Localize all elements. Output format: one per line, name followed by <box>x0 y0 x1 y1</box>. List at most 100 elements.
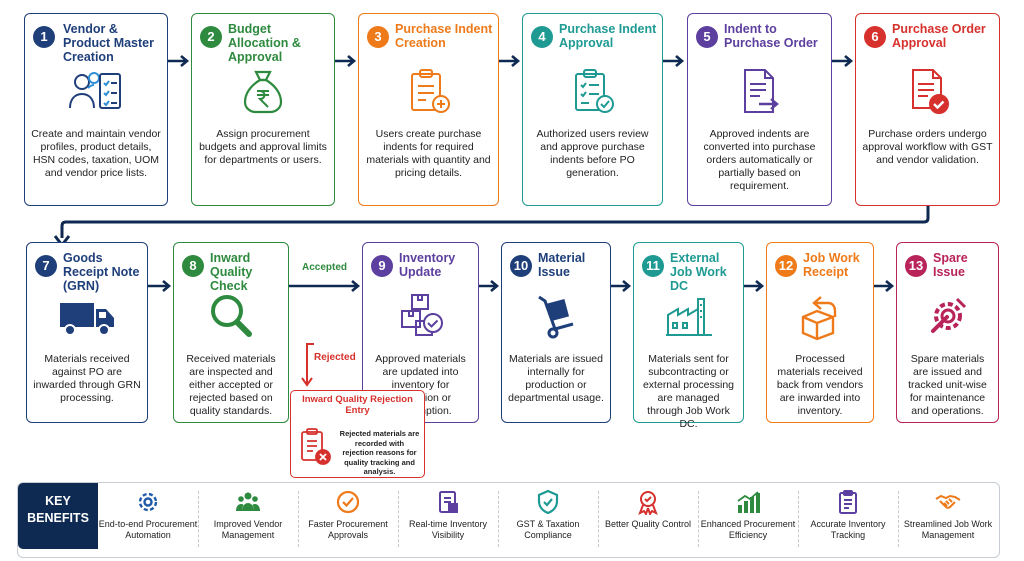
arrow-icon <box>611 280 632 292</box>
step-6-card: 6 Purchase Order Approval Purchase order… <box>855 13 1000 206</box>
benefit-text: End-to-end Procurement Automation <box>98 519 198 540</box>
divider <box>898 491 899 547</box>
hand-trolley-icon <box>502 291 610 341</box>
benefit-item: Improved Vendor Management <box>198 487 298 557</box>
magnifier-icon <box>174 291 288 341</box>
boxes-check-icon <box>363 291 478 341</box>
divider <box>598 491 599 547</box>
key-benefits-bar: KEY BENEFITS End-to-end Procurement Auto… <box>17 482 1000 558</box>
step-title: Vendor & Product Master Creation <box>63 22 154 64</box>
rejection-entry-card: Inward Quality Rejection Entry Rejected … <box>290 390 425 478</box>
arrow-icon <box>832 55 854 67</box>
step-title: Purchase Indent Creation <box>395 22 493 50</box>
step-1-card: 1 Vendor & Product Master Creation Creat… <box>24 13 168 206</box>
step-13-card: 13 Spare Issue Spare materials are issue… <box>896 242 999 423</box>
benefit-text: Improved Vendor Management <box>213 519 283 540</box>
check-circle-icon <box>336 490 360 514</box>
step-description: Spare materials are issued and tracked u… <box>908 353 987 417</box>
step-description: Received materials are inspected and eit… <box>186 353 276 417</box>
rejection-entry-description: Rejected materials are recorded with rej… <box>339 429 420 476</box>
step-title: Budget Allocation & Approval <box>228 22 301 64</box>
users-checklist-icon <box>25 66 167 116</box>
step-title: External Job Work DC <box>670 251 727 293</box>
benefit-item: Enhanced Procurement Efficiency <box>698 487 798 557</box>
step-number: 9 <box>371 255 393 277</box>
step-2-card: 2 Budget Allocation & Approval Assign pr… <box>191 13 335 206</box>
arrow-icon <box>479 280 500 292</box>
wrench-gear-icon <box>897 291 998 341</box>
benefit-text: Better Quality Control <box>604 519 692 529</box>
benefit-text: Faster Procurement Approvals <box>308 519 388 540</box>
box-return-icon <box>767 291 873 341</box>
benefit-text: Real-time Inventory Visibility <box>408 519 488 540</box>
arrow-icon <box>168 55 190 67</box>
award-icon <box>638 491 658 515</box>
team-icon <box>236 492 260 511</box>
clipboard-add-icon <box>359 66 498 116</box>
step-11-card: 11 External Job Work DC Materials sent f… <box>633 242 744 430</box>
divider <box>798 491 799 547</box>
step-title: Indent to Purchase Order <box>724 22 818 50</box>
rejected-label: Rejected <box>314 352 356 363</box>
step-number: 2 <box>200 26 222 48</box>
step-description: Processed materials received back from v… <box>776 353 864 417</box>
step-title: Purchase Indent Approval <box>559 22 657 50</box>
benefit-item: End-to-end Procurement Automation <box>98 487 198 557</box>
gear-icon <box>138 492 158 512</box>
step-description: Purchase orders undergo approval workflo… <box>862 128 993 166</box>
arrow-icon <box>744 280 765 292</box>
step-number: 7 <box>35 255 57 277</box>
rejection-entry-title: Inward Quality Rejection Entry <box>302 394 413 416</box>
step-10-card: 10 Material Issue Materials are issued i… <box>501 242 611 423</box>
benefit-item: Accurate Inventory Tracking <box>798 487 898 557</box>
factory-icon <box>634 291 743 341</box>
step-number: 3 <box>367 26 389 48</box>
step-number: 1 <box>33 26 55 48</box>
step-description: Authorized users review and approve purc… <box>536 128 649 179</box>
benefit-text: Accurate Inventory Tracking <box>810 519 886 540</box>
step-title: Purchase Order Approval <box>892 22 986 50</box>
step-number: 4 <box>531 26 553 48</box>
step-4-card: 4 Purchase Indent Approval Authorized us… <box>522 13 663 206</box>
document-reject-icon <box>299 427 331 465</box>
step-description: Assign procurement budgets and approval … <box>199 128 327 166</box>
benefit-text: Streamlined Job Work Management <box>903 519 993 540</box>
accepted-arrow <box>289 280 361 292</box>
divider <box>698 491 699 547</box>
rejected-arrow <box>301 343 314 387</box>
step-number: 12 <box>775 255 797 277</box>
document-check-icon <box>856 66 999 116</box>
step-title: Job Work Receipt <box>803 251 860 279</box>
arrow-icon <box>148 280 172 292</box>
step-number: 5 <box>696 26 718 48</box>
accepted-label: Accepted <box>302 262 348 273</box>
step-description: Materials sent for subcontracting or ext… <box>642 353 735 430</box>
step-8-card: 8 Inward Quality Check Received material… <box>173 242 289 423</box>
step-number: 8 <box>182 255 204 277</box>
report-icon <box>439 491 458 513</box>
step-number: 13 <box>905 255 927 277</box>
benefit-item: Faster Procurement Approvals <box>298 487 398 557</box>
step-number: 11 <box>642 255 664 277</box>
document-arrow-icon <box>688 66 831 116</box>
step-description: Materials received against PO are inward… <box>33 353 141 404</box>
money-bag-icon <box>192 66 334 116</box>
divider <box>398 491 399 547</box>
arrow-icon <box>663 55 685 67</box>
key-benefits-label: KEY BENEFITS <box>18 483 98 549</box>
step-title: Inventory Update <box>399 251 456 279</box>
arrow-icon <box>499 55 521 67</box>
step-description: Materials are issued internally for prod… <box>508 353 604 404</box>
step-12-card: 12 Job Work Receipt Processed materials … <box>766 242 874 423</box>
step-title: Material Issue <box>538 251 586 279</box>
step-description: Users create purchase indents for requir… <box>366 128 491 179</box>
clipboard-check-icon <box>523 66 662 116</box>
clipboard-list-icon <box>839 490 857 514</box>
divider <box>198 491 199 547</box>
step-7-card: 7 Goods Receipt Note (GRN) Materials rec… <box>26 242 148 423</box>
truck-icon <box>27 291 147 341</box>
benefit-item: Real-time Inventory Visibility <box>398 487 498 557</box>
arrow-icon <box>874 280 895 292</box>
step-5-card: 5 Indent to Purchase Order Approved inde… <box>687 13 832 206</box>
step-title: Spare Issue <box>933 251 968 279</box>
